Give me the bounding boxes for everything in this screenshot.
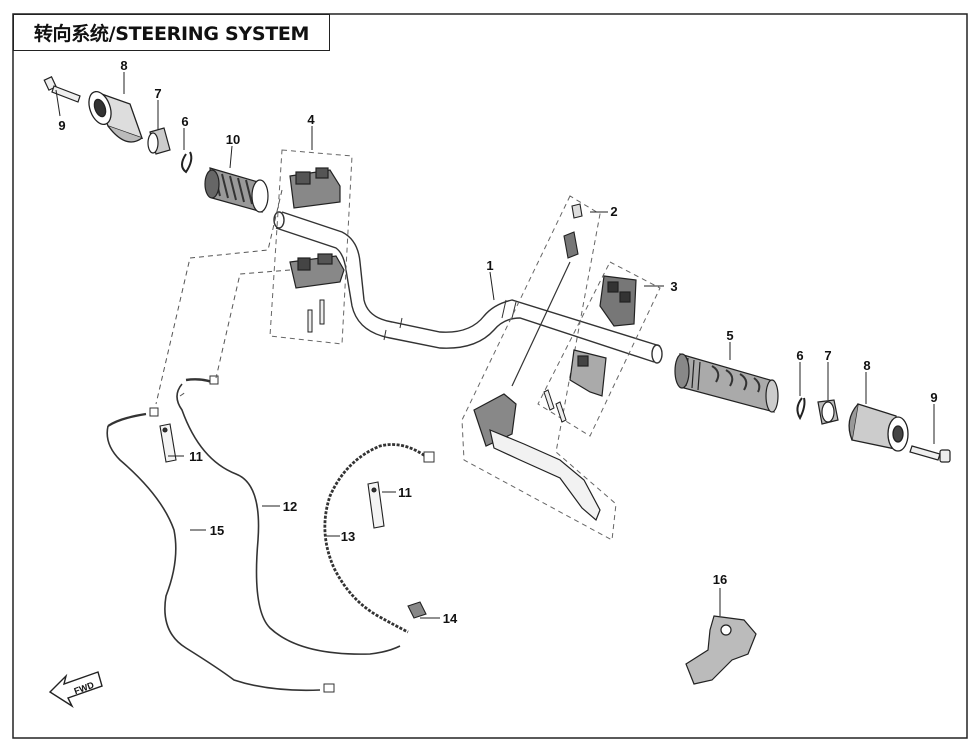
- callout-6-right: 6: [796, 348, 803, 363]
- clip-14: [407, 601, 427, 619]
- right-grip: [674, 353, 779, 413]
- master-cylinder-lever: [473, 393, 601, 522]
- title-box: 转向系统/STEERING SYSTEM: [13, 14, 330, 51]
- cable-13: [323, 443, 435, 634]
- callout-13: 13: [341, 529, 355, 544]
- left-collar: [147, 127, 171, 155]
- callout-16: 16: [713, 572, 727, 587]
- callout-6-left: 6: [181, 114, 188, 129]
- right-switch-upper: [599, 275, 637, 327]
- right-snap-ring: [796, 397, 806, 421]
- right-switch-group: [537, 261, 661, 437]
- lever-cable: [511, 261, 571, 387]
- callout-8-right: 8: [863, 358, 870, 373]
- cable-12: [176, 375, 401, 655]
- left-switch-upper: [289, 167, 341, 209]
- callout-3: 3: [670, 279, 677, 294]
- diagram-title: 转向系统/STEERING SYSTEM: [33, 23, 310, 45]
- left-snap-ring: [181, 151, 193, 174]
- left-switch-group: [269, 149, 353, 345]
- left-switch-lower: [289, 253, 345, 289]
- throttle-sleeve: [204, 167, 269, 213]
- callout-7-right: 7: [824, 348, 831, 363]
- callout-12: 12: [283, 499, 297, 514]
- callout-9-right: 9: [930, 390, 937, 405]
- fwd-arrow: FWD: [48, 671, 103, 708]
- handlebar: [273, 211, 663, 364]
- outer-frame: [12, 13, 968, 739]
- cable-15: [106, 407, 335, 693]
- callout-9-left: 9: [58, 118, 65, 133]
- right-bolt: [909, 445, 951, 463]
- callout-4: 4: [307, 112, 315, 127]
- callout-1: 1: [486, 258, 493, 273]
- callout-15: 15: [210, 523, 224, 538]
- right-switch-screws: [543, 389, 567, 423]
- leader-lines: [155, 189, 291, 405]
- right-bar-end-weight: [848, 403, 909, 452]
- clip-11-left: [159, 423, 177, 463]
- right-collar: [817, 399, 839, 425]
- callout-2: 2: [610, 204, 617, 219]
- callout-11-right: 11: [398, 485, 412, 500]
- left-bolt: [43, 75, 81, 103]
- clip-11-right: [367, 481, 385, 529]
- callout-labels: 8 7 6 9 10 4 1 2 3 5 6 7 8 9 11 11 12 13…: [58, 58, 937, 626]
- callout-11-left: 11: [189, 449, 203, 464]
- callout-8-left: 8: [120, 58, 127, 73]
- right-switch-lower: [569, 349, 607, 397]
- adjuster-bolt: [563, 203, 583, 259]
- callout-7-left: 7: [154, 86, 161, 101]
- bracket-16: [685, 615, 757, 685]
- left-bar-end-weight: [88, 90, 144, 143]
- left-switch-screws: [307, 299, 325, 333]
- callout-5: 5: [726, 328, 733, 343]
- brake-lever-group: [461, 195, 617, 541]
- callout-10: 10: [226, 132, 240, 147]
- callout-lines: [55, 72, 935, 619]
- callout-14: 14: [443, 611, 458, 626]
